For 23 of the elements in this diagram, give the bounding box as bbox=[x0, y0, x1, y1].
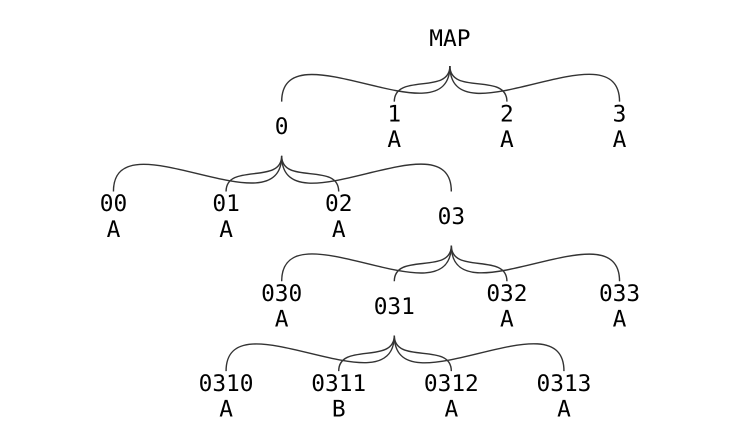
node-text: 2 A bbox=[500, 100, 514, 153]
connector bbox=[280, 155, 452, 192]
node-text: 02 A bbox=[324, 190, 352, 242]
node-text: 0 bbox=[274, 114, 289, 140]
node-text: 031 bbox=[374, 293, 415, 320]
node-text: 0310 A bbox=[198, 370, 254, 422]
node-text: MAP bbox=[429, 25, 470, 52]
connector bbox=[450, 245, 620, 281]
node-text: 0312 A bbox=[424, 370, 479, 422]
node-text: 033 A bbox=[598, 280, 640, 332]
node-text: 03 bbox=[438, 203, 466, 230]
node-text: 0313 A bbox=[536, 370, 592, 422]
node-text: 032 A bbox=[486, 280, 528, 332]
node-text: 00 A bbox=[100, 190, 128, 242]
connector bbox=[394, 334, 565, 371]
node-text: 3 A bbox=[612, 100, 626, 153]
connector bbox=[394, 65, 451, 102]
node-text: 01 A bbox=[212, 190, 240, 242]
connector bbox=[280, 65, 451, 102]
node-text: 030 A bbox=[261, 280, 302, 332]
connector bbox=[449, 65, 620, 102]
node-text: 0311 B bbox=[311, 370, 366, 422]
node-text: 1 A bbox=[387, 100, 402, 153]
